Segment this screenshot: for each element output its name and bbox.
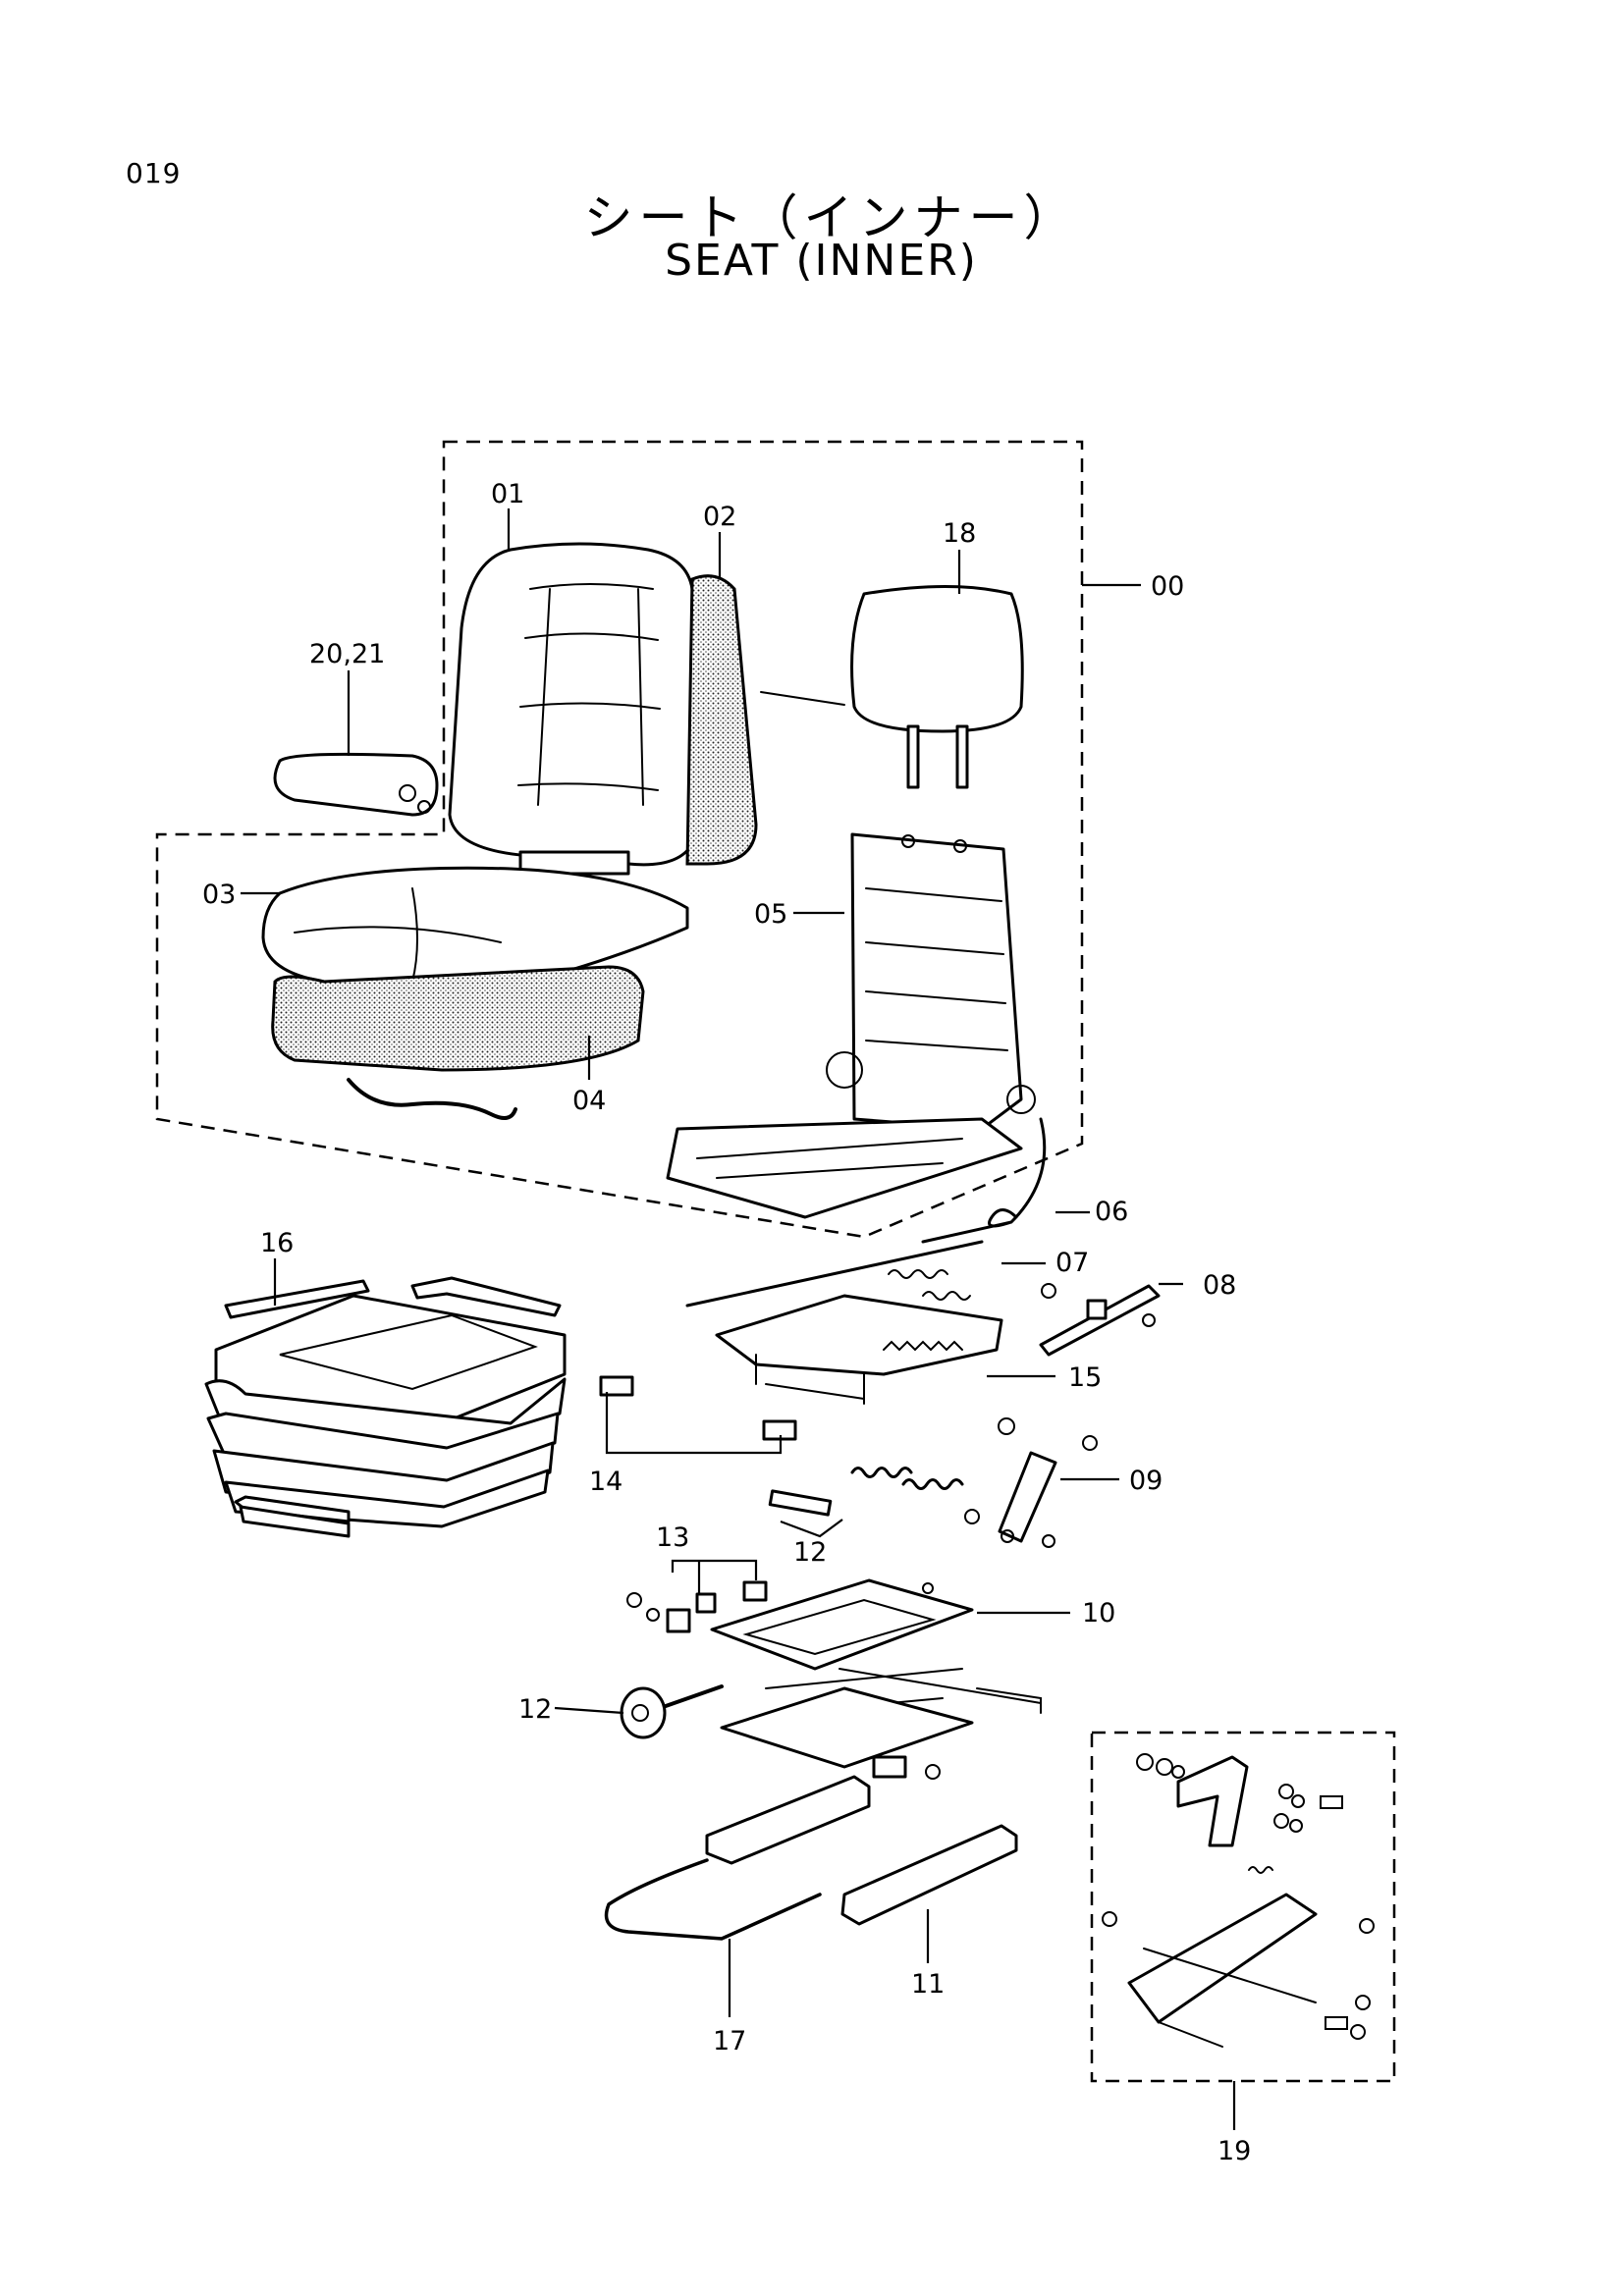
adjust-knob bbox=[620, 1684, 724, 1739]
callout-19: 19 bbox=[1217, 2136, 1251, 2166]
group-19-parts bbox=[1102, 1753, 1375, 2048]
clip-14a bbox=[599, 1375, 634, 1397]
callout-20-21: 20,21 bbox=[309, 639, 385, 669]
lever-08 bbox=[1039, 1283, 1161, 1357]
callout-labels: 01 02 18 00 20,21 03 05 04 06 07 08 16 1… bbox=[202, 479, 1251, 2166]
callout-12-a: 12 bbox=[793, 1537, 827, 1568]
callout-03: 03 bbox=[202, 880, 236, 910]
clips-13 bbox=[626, 1580, 768, 1633]
suspension-assembly bbox=[204, 1276, 567, 1538]
callout-05: 05 bbox=[754, 899, 787, 930]
callout-06: 06 bbox=[1095, 1197, 1128, 1227]
callout-08: 08 bbox=[1203, 1270, 1236, 1301]
seat-bottom-pad bbox=[271, 965, 645, 1072]
page-number: 019 bbox=[126, 157, 182, 189]
callout-09: 09 bbox=[1129, 1466, 1163, 1496]
seat-cushion bbox=[261, 866, 689, 988]
springs-and-damper bbox=[850, 1417, 1098, 1548]
title-japanese: シート（インナー） bbox=[583, 189, 1079, 246]
scissor-frame bbox=[710, 1578, 1042, 1769]
back-cover bbox=[685, 574, 758, 866]
callout-14: 14 bbox=[589, 1467, 622, 1497]
bolt bbox=[925, 1764, 941, 1780]
leader-lines bbox=[241, 508, 1236, 2130]
callout-02: 02 bbox=[703, 502, 736, 532]
slide-bracket bbox=[715, 1294, 1003, 1405]
callout-15: 15 bbox=[1068, 1362, 1102, 1393]
rail-and-handle bbox=[604, 1775, 871, 1941]
callout-13: 13 bbox=[656, 1522, 689, 1553]
backrest-cushion bbox=[448, 542, 694, 876]
title-english: SEAT (INNER) bbox=[665, 236, 978, 286]
wire-04 bbox=[347, 1078, 517, 1120]
callout-00: 00 bbox=[1151, 571, 1184, 602]
callout-07: 07 bbox=[1055, 1248, 1089, 1278]
pin-12a bbox=[768, 1489, 833, 1517]
latch-clip bbox=[872, 1755, 907, 1779]
rod-and-springs bbox=[685, 1240, 984, 1308]
headrest bbox=[760, 585, 1024, 789]
rail-11 bbox=[840, 1824, 1018, 1926]
callout-10: 10 bbox=[1082, 1598, 1115, 1629]
callout-17: 17 bbox=[713, 2026, 746, 2056]
assembly-outline-00 bbox=[155, 440, 1084, 1239]
callout-11: 11 bbox=[911, 1969, 945, 2000]
armrest bbox=[273, 752, 439, 817]
seat-frame bbox=[666, 832, 1036, 1219]
callout-18: 18 bbox=[943, 518, 976, 549]
callout-04: 04 bbox=[572, 1086, 606, 1116]
callout-01: 01 bbox=[491, 479, 524, 509]
callout-16: 16 bbox=[260, 1228, 294, 1258]
group-19-outline bbox=[1090, 1731, 1396, 2083]
callout-12-b: 12 bbox=[518, 1694, 552, 1725]
cable-06 bbox=[921, 1117, 1047, 1244]
